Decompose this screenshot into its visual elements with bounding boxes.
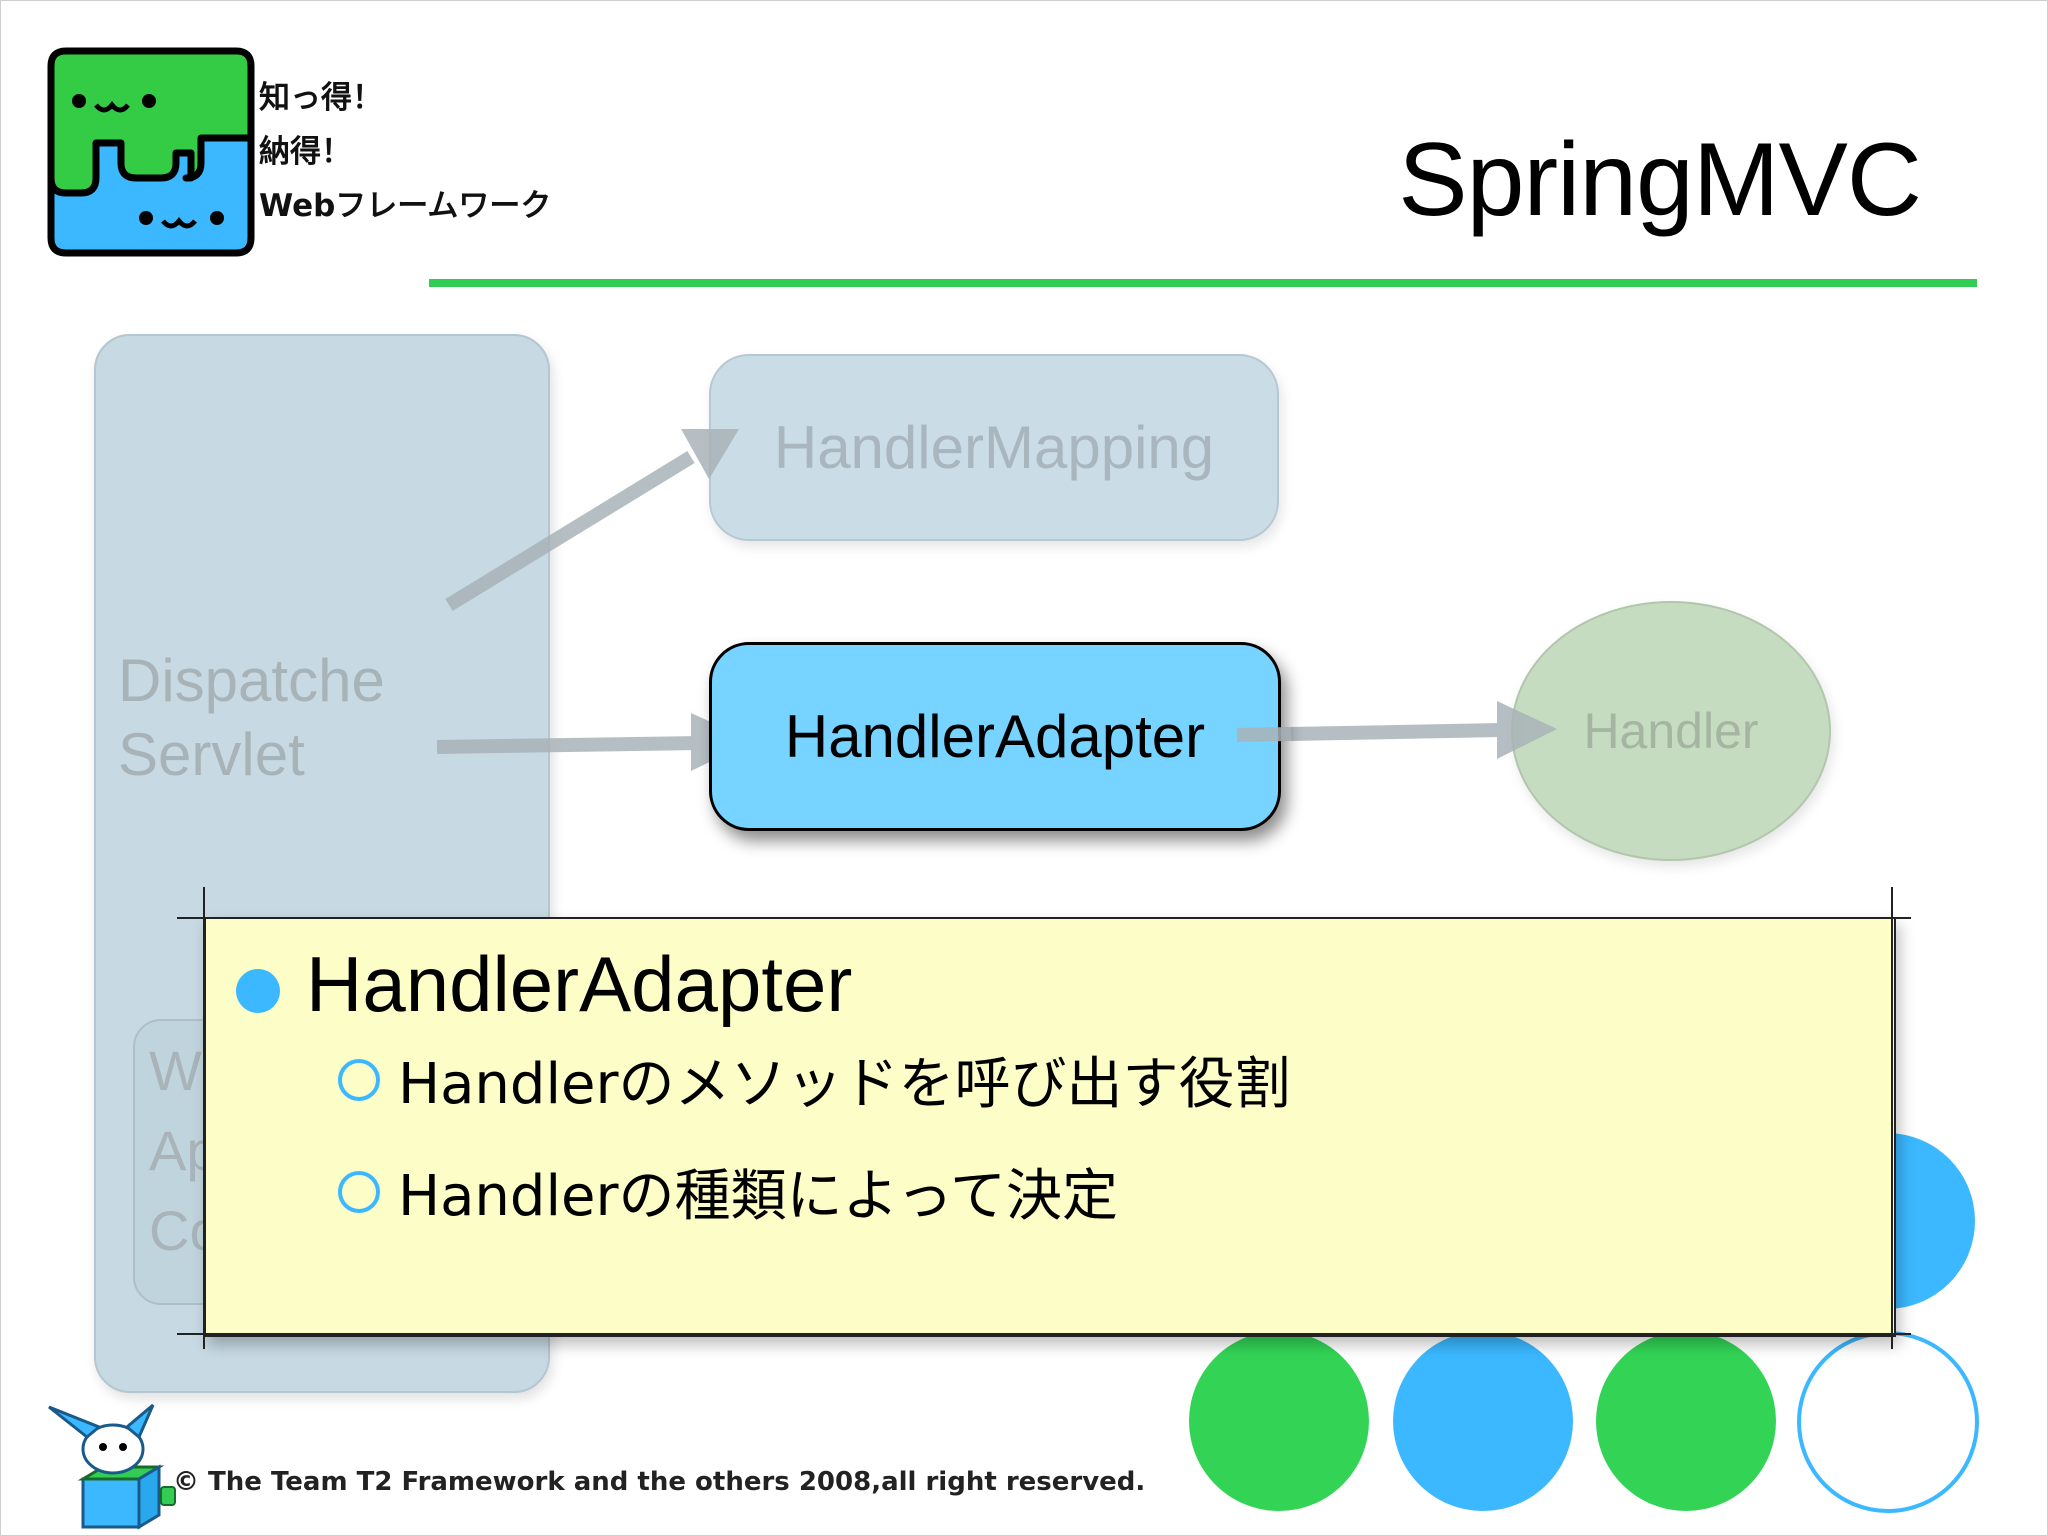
callout-item-text: Handlerのメソッドを呼び出す役割 — [398, 1052, 1291, 1117]
mascot-icon — [48, 1403, 176, 1530]
arrow-to-handler-adapter — [436, 736, 702, 754]
callout-item: Handlerのメソッドを呼び出す役割 — [338, 1039, 1291, 1120]
decor-circle-green-1 — [1189, 1331, 1369, 1511]
decor-circle-blue-1 — [1393, 1331, 1573, 1511]
callout-panel: HandlerAdapter Handlerのメソッドを呼び出す役割 Handl… — [204, 917, 1896, 1337]
dispatcher-servlet-label: Dispatche Servlet — [118, 647, 385, 788]
ring-bullet-icon — [338, 1170, 380, 1213]
handler-mapping-label: HandlerMapping — [773, 414, 1215, 481]
logo-line-3: Webフレームワーク — [259, 188, 552, 224]
arrow-to-handler-mapping — [445, 451, 695, 611]
handler-adapter-label: HandlerAdapter — [784, 703, 1206, 770]
copyright-text: © The Team T2 Framework and the others 2… — [173, 1467, 1146, 1497]
handler-label: Handler — [1583, 703, 1759, 759]
bullet-dot-icon — [236, 969, 280, 1013]
arrow-head-handler — [1497, 701, 1557, 759]
handler-ellipse: Handler — [1511, 601, 1831, 861]
logo-text: 知っ得！ 納得！ Webフレームワーク — [259, 71, 551, 233]
logo-line-2: 納得！ — [259, 134, 352, 170]
slide-title: SpringMVC — [1398, 122, 1922, 238]
callout-item: Handlerの種類によって決定 — [338, 1151, 1118, 1232]
callout-item-text: Handlerの種類によって決定 — [398, 1164, 1119, 1229]
crop-mark — [177, 1333, 1911, 1335]
decor-circle-green-2 — [1596, 1331, 1776, 1511]
handler-mapping-box: HandlerMapping — [709, 354, 1279, 541]
crop-mark — [203, 887, 205, 1349]
crop-mark — [177, 917, 1911, 919]
callout-heading: HandlerAdapter — [306, 940, 853, 1028]
arrow-head-handler-mapping — [681, 429, 739, 479]
crop-mark — [1891, 887, 1893, 1349]
ring-bullet-icon — [338, 1058, 380, 1101]
logo-line-1: 知っ得！ — [259, 80, 383, 116]
title-divider — [429, 279, 1977, 287]
web-application-context-label: W Ap Co — [149, 1039, 221, 1262]
handler-adapter-box: HandlerAdapter — [709, 642, 1281, 831]
logo-icon — [47, 47, 255, 257]
